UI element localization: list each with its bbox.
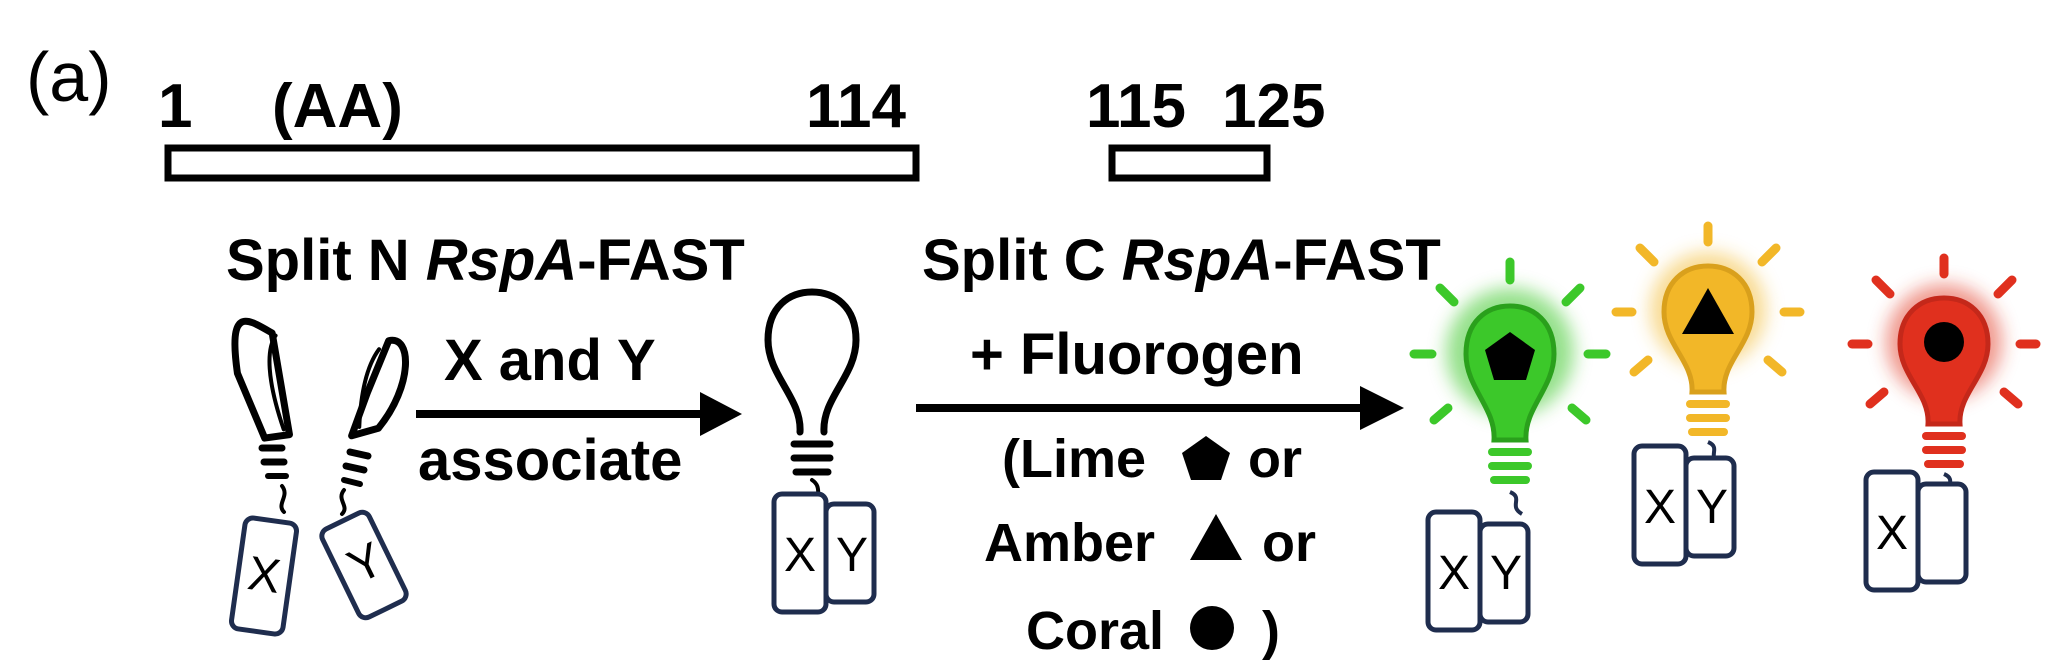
c-terminal-bar	[1108, 144, 1271, 182]
fragment-x-mid	[771, 491, 829, 615]
fragment-y-lime-label: Y	[1490, 547, 1523, 600]
circle-icon	[1924, 322, 1964, 362]
split-bulb-icon	[231, 317, 409, 516]
step1-line1: X and Y	[444, 328, 656, 393]
fragment-y-mid-label: Y	[836, 529, 869, 582]
option-coral: Coral	[1026, 601, 1165, 661]
fragment-y-amber-label: Y	[1696, 481, 1729, 534]
coral-circle-icon	[1190, 606, 1234, 650]
fragment-x-left-label: X	[244, 547, 284, 604]
pentagon-icon	[1485, 332, 1535, 380]
coral-bulb	[1847, 253, 2041, 468]
fragment-x-amber-label: X	[1644, 481, 1677, 534]
association-arrow	[416, 392, 742, 436]
fragment-x-coral-label: X	[1876, 507, 1909, 560]
fragment-x-lime-label: X	[1438, 547, 1471, 600]
residue-c-start: 115	[1086, 72, 1187, 141]
fragment-x-amber	[1631, 443, 1689, 567]
fragment-x-lime	[1425, 509, 1483, 633]
residue-unit: (AA)	[272, 72, 403, 141]
option-lime: (Lime	[1002, 429, 1147, 489]
fragment-x-mid-label: X	[784, 529, 817, 582]
step1-line2: associate	[418, 428, 683, 493]
split-n-label: Split N RspA-FAST	[226, 228, 745, 293]
lime-pentagon-icon	[1182, 436, 1230, 480]
panel-label: (a)	[26, 38, 112, 116]
fluorogen-arrow	[916, 386, 1404, 430]
residue-start: 1	[158, 72, 193, 141]
split-c-label: Split C RspA-FAST	[922, 228, 1441, 293]
bulb-icon	[764, 288, 860, 502]
fluorogen-label: + Fluorogen	[970, 322, 1304, 387]
residue-c-end: 125	[1222, 72, 1326, 141]
fragment-y-left	[319, 509, 409, 621]
fragment-x-left	[228, 515, 300, 637]
option-or-1: or	[1248, 429, 1302, 489]
option-close-paren: )	[1262, 601, 1280, 661]
n-terminal-bar	[164, 144, 920, 182]
lime-bulb	[1409, 257, 1611, 484]
triangle-icon	[1682, 288, 1734, 334]
residue-n-end: 114	[806, 72, 907, 141]
amber-triangle-icon	[1190, 514, 1242, 560]
fragment-x-coral	[1863, 469, 1921, 593]
amber-bulb	[1611, 221, 1805, 436]
fragment-empty-coral	[1915, 481, 1969, 585]
option-amber: Amber	[984, 513, 1156, 573]
option-or-2: or	[1262, 513, 1316, 573]
